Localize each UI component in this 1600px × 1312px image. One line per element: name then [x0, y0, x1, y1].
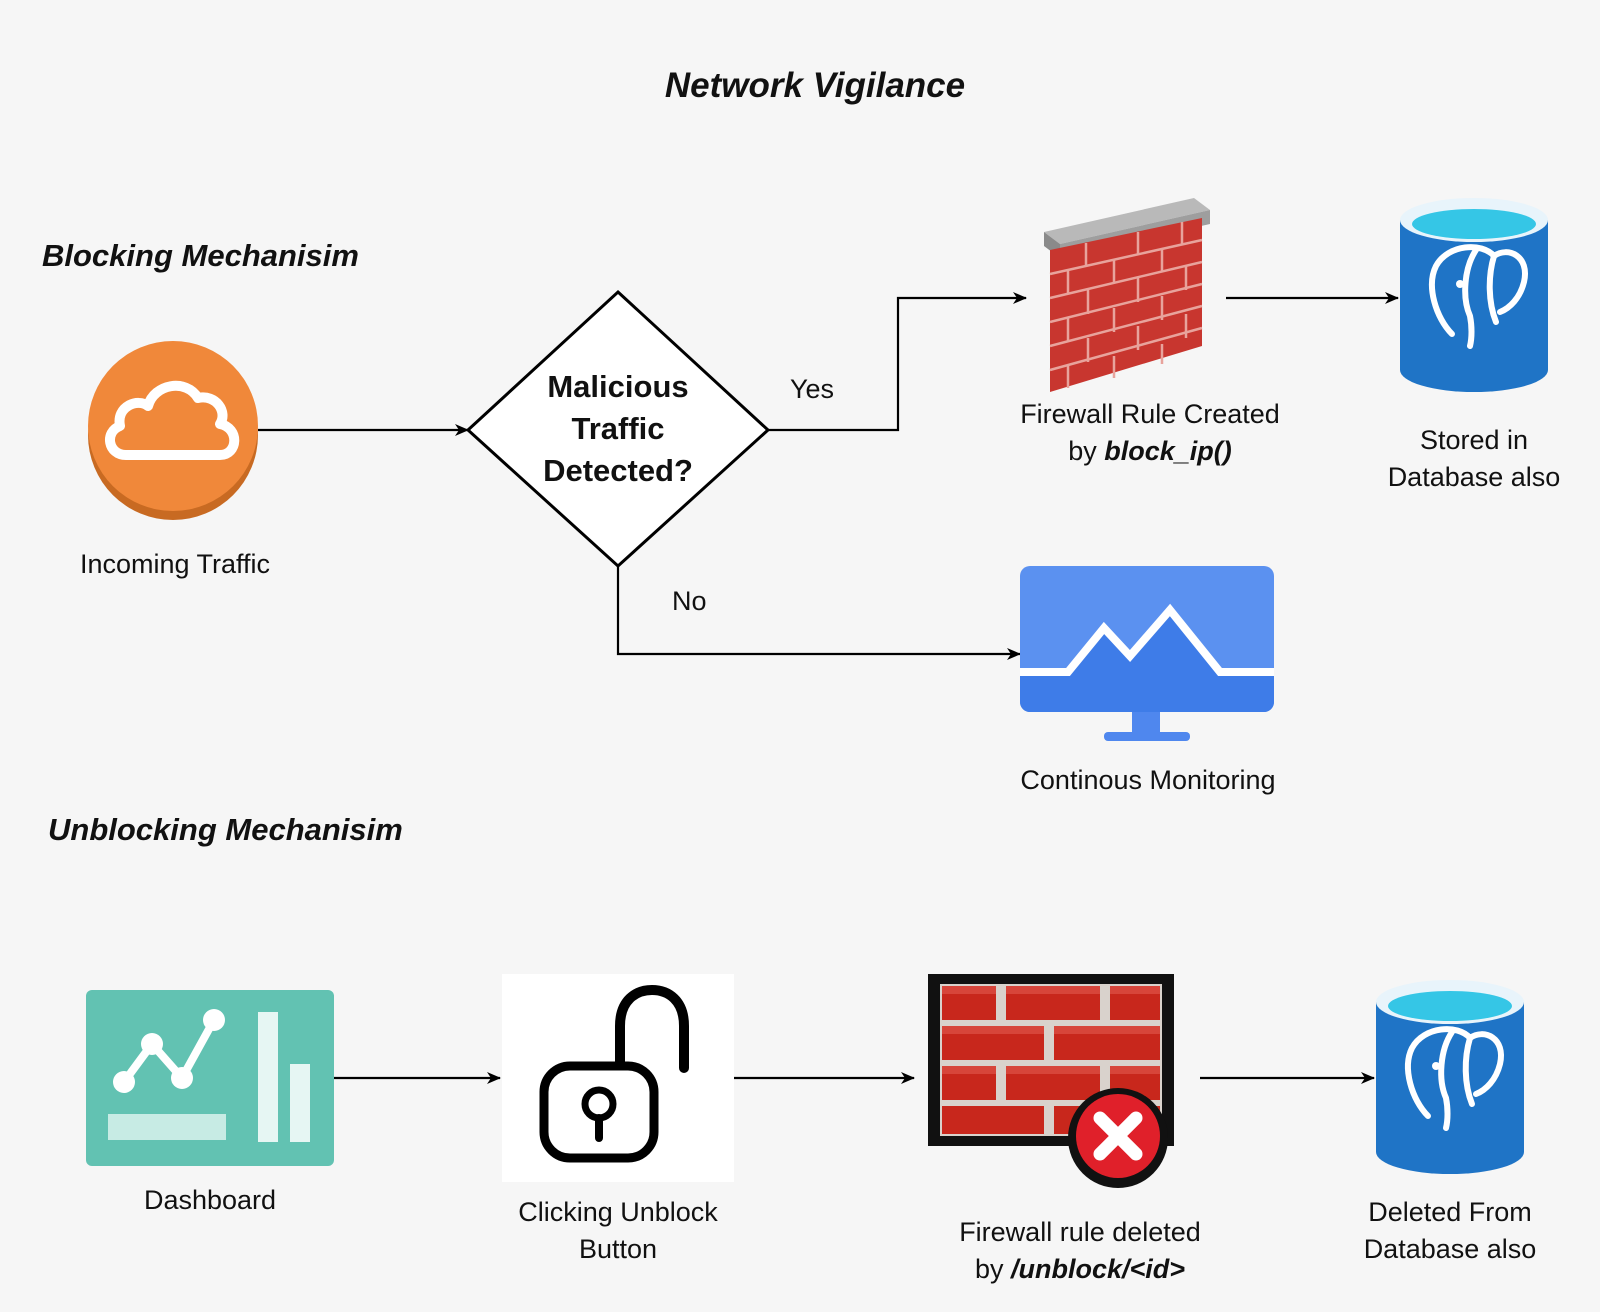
open-padlock-icon — [502, 974, 734, 1182]
db-deleted-line-1: Deleted From — [1368, 1197, 1532, 1227]
arrow-yes-to-firewall — [768, 292, 1027, 432]
unlock-label: Clicking Unblock Button — [468, 1194, 768, 1268]
firewall-icon — [1044, 198, 1210, 392]
db-stored-label: Stored in Database also — [1360, 422, 1588, 496]
section-title-unblocking: Unblocking Mechanisim — [48, 812, 403, 847]
dashboard-icon — [86, 990, 334, 1166]
firewall-deleted-label: Firewall rule deleted by /unblock/<id> — [920, 1214, 1240, 1288]
firewall-created-line-2: by block_ip() — [1000, 433, 1300, 470]
firewall-created-line-1: Firewall Rule Created — [1020, 399, 1280, 429]
incoming-traffic-label: Incoming Traffic — [79, 549, 271, 579]
arrow-no-to-monitor — [616, 566, 1021, 660]
no-edge-label: No — [672, 586, 707, 616]
db-stored-line-1: Stored in — [1419, 425, 1529, 455]
db-deleted-line-2: Database also — [1363, 1234, 1537, 1264]
decision-diamond — [465, 289, 771, 569]
postgres-database-icon-stored — [1400, 198, 1548, 392]
decision-line-3: Detected? — [543, 453, 693, 488]
monitor-icon — [1020, 566, 1274, 741]
firewall-deleted-route: /unblock/<id> — [1010, 1254, 1186, 1284]
unlock-line-2: Button — [578, 1234, 658, 1264]
decision-line-1: Malicious — [547, 369, 689, 404]
dashboard-label: Dashboard — [143, 1185, 277, 1215]
postgres-database-icon-deleted — [1376, 980, 1524, 1174]
db-stored-line-2: Database also — [1387, 462, 1561, 492]
page-title: Network Vigilance — [664, 66, 966, 105]
firewall-created-label: Firewall Rule Created by block_ip() — [1000, 396, 1300, 470]
firewall-deleted-line-1: Firewall rule deleted — [959, 1217, 1201, 1247]
firewall-deleted-by: by — [974, 1254, 1011, 1284]
section-title-blocking: Blocking Mechanisim — [42, 238, 359, 273]
unlock-line-1: Clicking Unblock — [518, 1197, 718, 1227]
decision-label: Malicious Traffic Detected? — [468, 366, 768, 492]
firewall-delete-icon — [928, 974, 1174, 1188]
monitoring-label: Continous Monitoring — [1020, 765, 1276, 795]
firewall-created-by: by — [1068, 436, 1105, 466]
decision-line-2: Traffic — [571, 411, 665, 446]
cloud-icon — [88, 341, 258, 520]
db-deleted-label: Deleted From Database also — [1336, 1194, 1564, 1268]
firewall-created-function: block_ip() — [1104, 436, 1232, 466]
firewall-deleted-line-2: by /unblock/<id> — [920, 1251, 1240, 1288]
yes-edge-label: Yes — [790, 374, 835, 404]
